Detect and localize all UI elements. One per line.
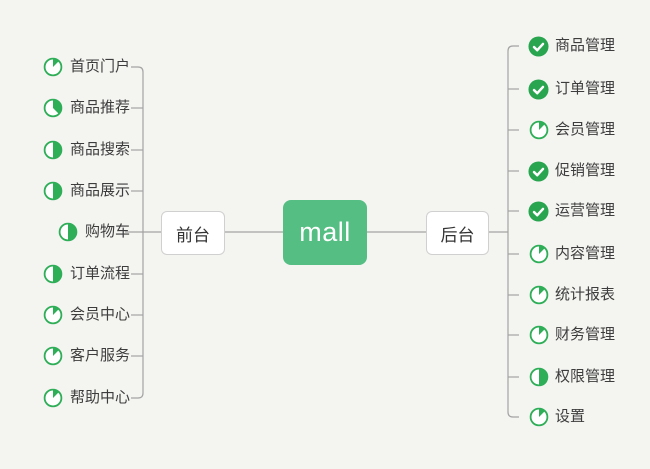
branch-node-label: 前台: [176, 225, 210, 245]
topic-row-left-6[interactable]: 会员中心: [43, 304, 130, 326]
topic-row-left-1[interactable]: 商品推荐: [43, 97, 130, 119]
topic-label: 首页门户: [69, 58, 130, 75]
task-progress-pie-icon: [43, 98, 64, 119]
root-node-label: mall: [299, 217, 351, 247]
topic-row-left-4[interactable]: 购物车: [58, 221, 130, 243]
topic-label: 会员管理: [555, 121, 616, 138]
topic-row-right-3[interactable]: 促销管理: [528, 160, 615, 182]
task-progress-pie-icon: [43, 305, 64, 326]
topic-label: 商品搜索: [69, 141, 130, 158]
branch-node-back[interactable]: 后台: [426, 211, 489, 255]
task-done-check-icon: [528, 200, 549, 222]
topic-row-right-9[interactable]: 设置: [528, 406, 585, 428]
task-progress-pie-icon: [43, 388, 64, 409]
task-progress-pie-icon: [528, 367, 549, 388]
topic-label: 权限管理: [555, 368, 616, 385]
task-progress-pie-icon: [528, 244, 549, 265]
task-progress-pie-icon: [58, 222, 79, 243]
topic-label: 内容管理: [555, 245, 616, 262]
task-done-check-icon: [528, 78, 549, 100]
topic-label: 客户服务: [69, 347, 130, 364]
topic-row-left-5[interactable]: 订单流程: [43, 263, 130, 285]
topic-label: 订单管理: [555, 80, 616, 97]
topic-row-right-4[interactable]: 运营管理: [528, 200, 615, 222]
task-progress-pie-icon: [43, 57, 64, 78]
root-node-mall[interactable]: mall: [283, 200, 367, 265]
topic-label: 运营管理: [555, 202, 616, 219]
task-done-check-icon: [528, 160, 549, 182]
topic-row-right-8[interactable]: 权限管理: [528, 366, 615, 388]
task-progress-pie-icon: [43, 181, 64, 202]
task-progress-pie-icon: [528, 285, 549, 306]
topic-label: 促销管理: [555, 162, 616, 179]
topic-row-left-7[interactable]: 客户服务: [43, 345, 130, 367]
topic-label: 帮助中心: [69, 389, 130, 406]
task-progress-pie-icon: [43, 346, 64, 367]
topic-row-left-3[interactable]: 商品展示: [43, 180, 130, 202]
topic-row-left-2[interactable]: 商品搜索: [43, 139, 130, 161]
task-done-check-icon: [528, 35, 549, 57]
task-progress-pie-icon: [528, 120, 549, 141]
topic-row-right-6[interactable]: 统计报表: [528, 284, 615, 306]
topic-label: 统计报表: [555, 286, 616, 303]
topic-row-right-0[interactable]: 商品管理: [528, 35, 615, 57]
branch-node-front[interactable]: 前台: [161, 211, 225, 255]
topic-label: 订单流程: [69, 265, 130, 282]
topic-row-left-0[interactable]: 首页门户: [43, 56, 130, 78]
topic-row-right-2[interactable]: 会员管理: [528, 119, 615, 141]
task-progress-pie-icon: [43, 140, 64, 161]
topic-row-right-5[interactable]: 内容管理: [528, 243, 615, 265]
branch-node-label: 后台: [440, 225, 475, 245]
topic-label: 商品展示: [69, 182, 130, 199]
topic-row-right-1[interactable]: 订单管理: [528, 78, 615, 100]
task-progress-pie-icon: [528, 407, 549, 428]
task-progress-pie-icon: [43, 264, 64, 285]
topic-label: 设置: [555, 408, 586, 425]
topic-row-left-8[interactable]: 帮助中心: [43, 387, 130, 409]
task-progress-pie-icon: [528, 325, 549, 346]
topic-label: 商品推荐: [69, 99, 130, 116]
topic-label: 财务管理: [555, 326, 616, 343]
topic-label: 商品管理: [555, 37, 616, 54]
topic-label: 会员中心: [69, 306, 130, 323]
topic-label: 购物车: [84, 223, 130, 240]
topic-row-right-7[interactable]: 财务管理: [528, 324, 615, 346]
